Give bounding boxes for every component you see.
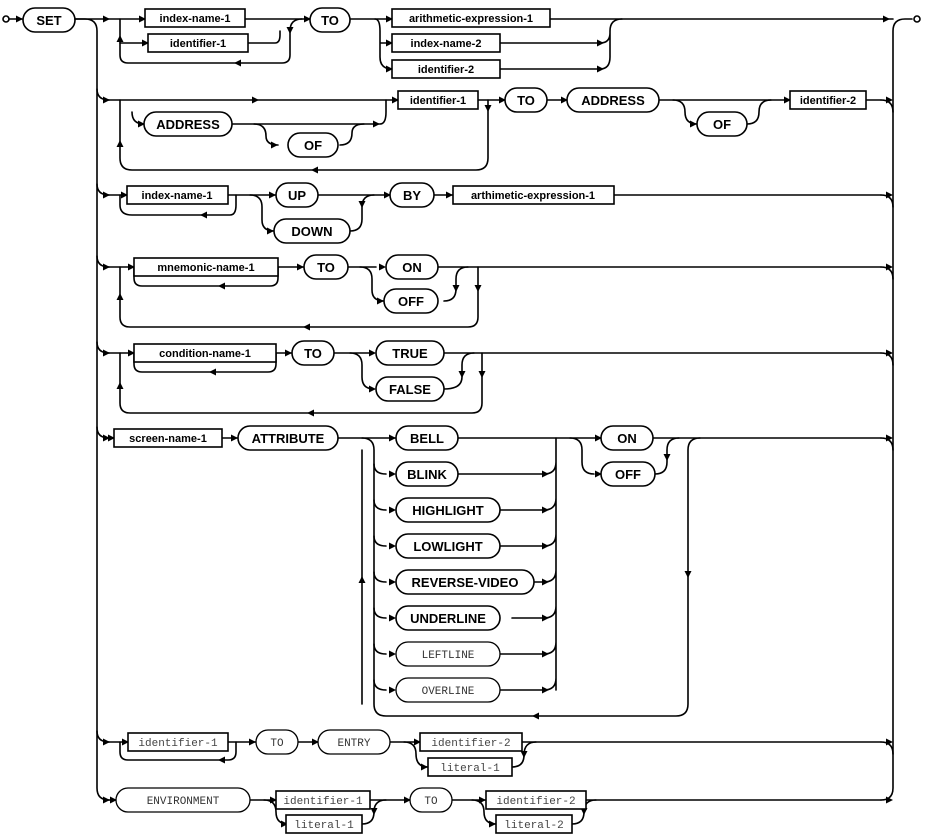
- attr-overline: OVERLINE: [422, 686, 475, 698]
- condition-name-1-label: condition-name-1: [159, 348, 251, 360]
- to-keyword-5: TO: [304, 346, 322, 361]
- attr-blink: BLINK: [407, 467, 447, 482]
- of-keyword-2: OF: [713, 117, 731, 132]
- identifier-1-label: identifier-1: [170, 38, 226, 50]
- to-keyword-4: TO: [317, 260, 335, 275]
- to-keyword-8: TO: [424, 796, 438, 808]
- section-condition: condition-name-1 TO TRUE FALSE: [108, 340, 882, 417]
- attr-leftline: LEFTLINE: [422, 650, 475, 662]
- main-left-rail: [74, 18, 110, 801]
- end-terminal: [913, 15, 921, 23]
- to-keyword-2: TO: [517, 93, 535, 108]
- section-screen-attribute: screen-name-1 ATTRIBUTE BELL BLINK HIGHL…: [108, 425, 882, 720]
- set-keyword: SET: [22, 7, 76, 33]
- by-keyword: BY: [403, 188, 421, 203]
- address-keyword: ADDRESS: [156, 117, 220, 132]
- identifier-2-label: identifier-2: [418, 64, 474, 76]
- attr-bell: BELL: [410, 431, 444, 446]
- index-name-2-label: index-name-2: [411, 38, 482, 50]
- section-entry: identifier-1 TO ENTRY identifier-2 liter…: [108, 729, 882, 777]
- index-name-1-label-3: index-name-1: [142, 190, 213, 202]
- attr-lowlight: LOWLIGHT: [413, 539, 482, 554]
- on-keyword-4: ON: [402, 260, 422, 275]
- set-keyword-label: SET: [36, 13, 61, 28]
- index-name-1-label: index-name-1: [160, 13, 231, 25]
- mnemonic-name-1-label: mnemonic-name-1: [157, 262, 254, 274]
- arith-expr-label-3: arthimetic-expression-1: [471, 190, 595, 202]
- identifier-2-label-8: identifier-2: [496, 796, 575, 808]
- of-keyword: OF: [304, 138, 322, 153]
- literal-1-label-7: literal-1: [440, 763, 500, 775]
- down-keyword: DOWN: [291, 224, 332, 239]
- entry-keyword: ENTRY: [337, 738, 370, 750]
- section-up-down: index-name-1 UP DOWN BY arthimetic-expre…: [108, 182, 882, 244]
- main-right-rail: [880, 18, 913, 801]
- section-environment: ENVIRONMENT identifier-1 literal-1 TO id…: [108, 787, 882, 834]
- literal-2-label-8: literal-2: [504, 820, 563, 832]
- off-keyword-6: OFF: [615, 467, 641, 482]
- identifier-1-label-2: identifier-1: [410, 95, 466, 107]
- up-keyword: UP: [288, 188, 306, 203]
- section-address: ADDRESS OF identifier-1 TO ADDRESS OF id…: [108, 87, 882, 174]
- identifier-1-label-7: identifier-1: [138, 738, 218, 750]
- environment-keyword: ENVIRONMENT: [147, 796, 220, 808]
- to-keyword-7: TO: [270, 738, 284, 750]
- to-keyword-1: TO: [321, 13, 339, 28]
- address-keyword-2: ADDRESS: [581, 93, 645, 108]
- arith-expr-1-label: arithmetic-expression-1: [409, 13, 533, 25]
- false-keyword: FALSE: [389, 382, 431, 397]
- literal-1-label-8: literal-1: [294, 820, 354, 832]
- identifier-2-label-7: identifier-2: [431, 738, 510, 750]
- section-mnemonic: mnemonic-name-1 TO ON OFF: [108, 254, 882, 331]
- identifier-2-label-2: identifier-2: [800, 95, 856, 107]
- identifier-1-label-8: identifier-1: [283, 796, 363, 808]
- off-keyword-4: OFF: [398, 294, 424, 309]
- section-index-set: index-name-1 identifier-1 TO arithmetic-…: [74, 7, 884, 79]
- attr-underline: UNDERLINE: [410, 611, 486, 626]
- attr-reverse-video: REVERSE-VIDEO: [412, 575, 519, 590]
- true-keyword: TRUE: [392, 346, 428, 361]
- screen-name-1-label: screen-name-1: [129, 433, 207, 445]
- attr-highlight: HIGHLIGHT: [412, 503, 484, 518]
- start-terminal: [2, 15, 23, 23]
- attribute-keyword: ATTRIBUTE: [252, 431, 325, 446]
- on-keyword-6: ON: [617, 431, 637, 446]
